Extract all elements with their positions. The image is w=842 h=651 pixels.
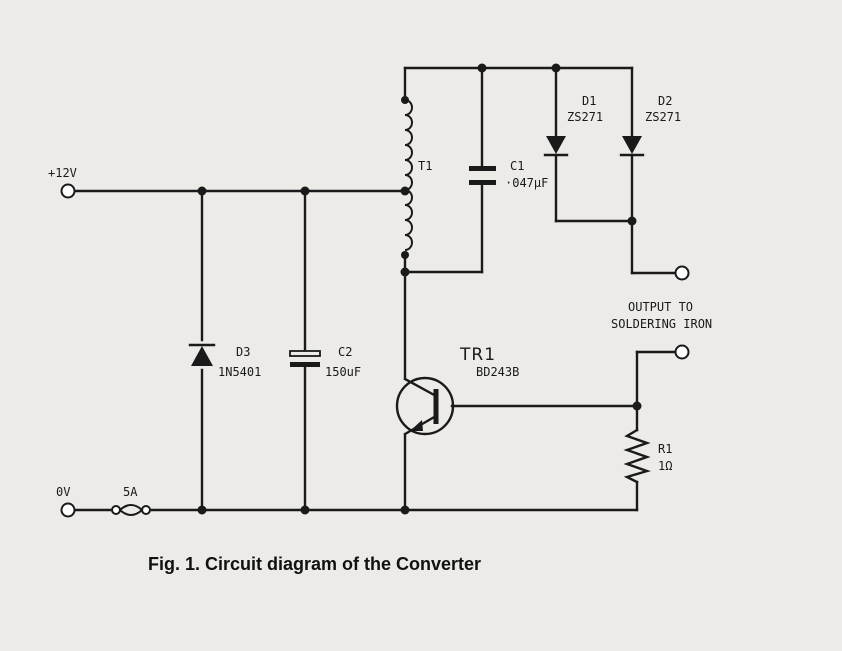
resistor-r1-zigzag bbox=[623, 428, 651, 484]
junction-dot bbox=[300, 505, 310, 515]
junction-dot bbox=[300, 186, 310, 196]
diode-d2-symbol bbox=[619, 136, 645, 157]
transistor-tr1-envelope bbox=[395, 376, 455, 436]
terminal-output-2 bbox=[674, 344, 690, 360]
terminal-output-1 bbox=[674, 265, 690, 281]
diode-d1-triangle bbox=[546, 136, 566, 154]
junction-dot bbox=[632, 401, 642, 411]
junction-dot bbox=[400, 267, 410, 277]
wires bbox=[73, 66, 678, 512]
label-d2-name: D2 bbox=[658, 94, 672, 108]
label-d3-name: D3 bbox=[236, 345, 250, 359]
label-d1-name: D1 bbox=[582, 94, 596, 108]
junction-dot bbox=[477, 63, 487, 73]
label-tr1-name: TR1 bbox=[459, 345, 496, 365]
transistor-tr1-symbol bbox=[395, 376, 455, 436]
diode-d3-triangle bbox=[191, 346, 213, 366]
label-plus12v: +12V bbox=[48, 166, 77, 180]
terminal-plus12v bbox=[60, 183, 76, 199]
capacitor-c1-plate bbox=[469, 180, 496, 185]
diode-d2-triangle bbox=[622, 136, 642, 154]
capacitor-c2-minus-plate bbox=[290, 362, 320, 367]
t1-end-dot bbox=[401, 251, 409, 259]
fuse-link bbox=[119, 504, 144, 516]
label-r1-value: 1Ω bbox=[658, 459, 672, 473]
junction-dot bbox=[551, 63, 561, 73]
capacitor-c2-symbol bbox=[289, 350, 321, 367]
label-tr1-value: BD243B bbox=[476, 365, 519, 379]
junction-dot bbox=[197, 186, 207, 196]
label-fuse: 5A bbox=[123, 485, 138, 499]
junction-dots bbox=[197, 63, 642, 515]
label-output-line2: SOLDERING IRON bbox=[611, 317, 712, 331]
labels: +12V 0V 5A T1 C1 ·047μF D1 ZS271 D2 ZS27… bbox=[48, 94, 712, 574]
terminal-0v bbox=[60, 502, 76, 518]
junction-dot bbox=[400, 505, 410, 515]
label-c1-value: ·047μF bbox=[505, 176, 548, 190]
label-c1-name: C1 bbox=[510, 159, 524, 173]
transistor-tr1-emitter-arrow bbox=[410, 420, 423, 431]
label-c2-name: C2 bbox=[338, 345, 352, 359]
figure-caption: Fig. 1. Circuit diagram of the Converter bbox=[148, 554, 481, 574]
junction-dot bbox=[627, 216, 637, 226]
diode-d3-symbol bbox=[188, 343, 216, 366]
capacitor-c1-symbol bbox=[469, 166, 496, 185]
label-r1-name: R1 bbox=[658, 442, 672, 456]
transformer-t1-symbol bbox=[401, 96, 413, 259]
transistor-tr1-collector bbox=[403, 377, 438, 398]
resistor-r1-symbol bbox=[623, 428, 651, 484]
junction-dot bbox=[197, 505, 207, 515]
label-d2-value: ZS271 bbox=[645, 110, 681, 124]
label-c2-value: 150uF bbox=[325, 365, 361, 379]
label-0v: 0V bbox=[56, 485, 70, 499]
capacitor-c2-plus-plate bbox=[289, 350, 321, 357]
terminals bbox=[60, 183, 690, 518]
diode-d1-symbol bbox=[543, 136, 569, 157]
label-d1-value: ZS271 bbox=[567, 110, 603, 124]
label-d3-value: 1N5401 bbox=[218, 365, 261, 379]
label-t1: T1 bbox=[418, 159, 432, 173]
t1-winding bbox=[404, 99, 413, 251]
label-output-line1: OUTPUT TO bbox=[628, 300, 693, 314]
fuse-symbol bbox=[111, 504, 151, 516]
capacitor-c1-plate bbox=[469, 166, 496, 171]
fuse-end bbox=[111, 505, 121, 515]
